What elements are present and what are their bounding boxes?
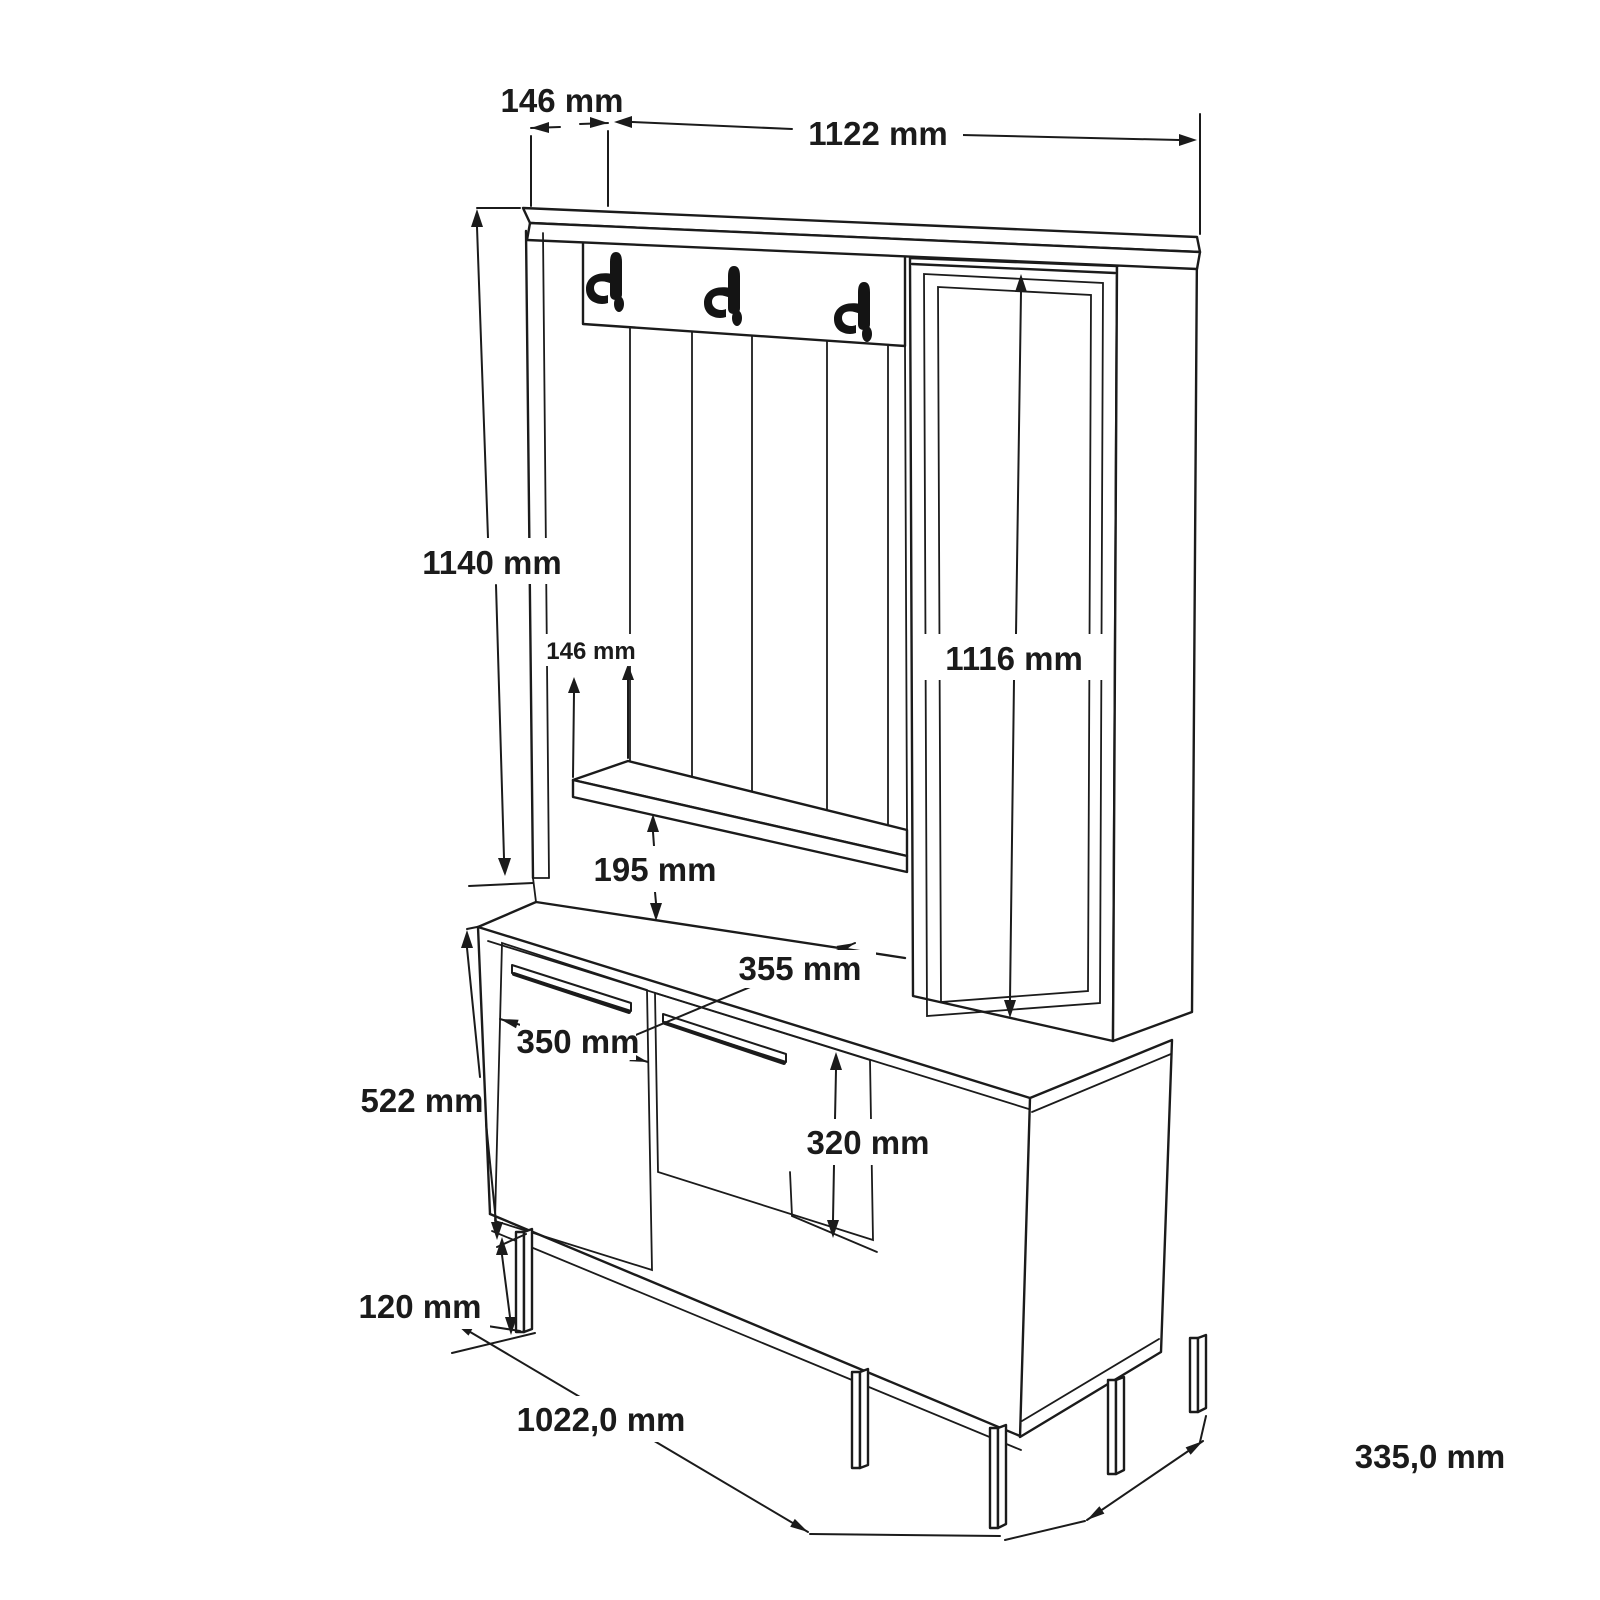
coat-hook-icon: [704, 266, 742, 326]
middle-door: [654, 991, 874, 1242]
label-mask: [520, 1022, 636, 1060]
coat-hook-icon: [834, 282, 872, 342]
cabinet-leg: [1188, 1333, 1208, 1414]
coat-hook-icons: [586, 252, 872, 342]
dim-shelf-clearance: [647, 814, 662, 921]
cabinet-leg: [514, 1227, 534, 1334]
label-mask: [577, 846, 733, 892]
dim-label-base-depth: 335,0 mm: [1355, 1438, 1505, 1475]
label-mask: [350, 1283, 490, 1329]
label-mask: [924, 634, 1104, 680]
dim-base-depth: [1004, 1415, 1207, 1541]
dim-mirror-height: [1004, 274, 1027, 1018]
label-mask: [724, 950, 876, 988]
label-mask: [791, 1119, 945, 1165]
shelf: [571, 759, 909, 874]
dim-top-width: [614, 113, 1201, 235]
dim-leg-height: [451, 1237, 536, 1354]
label-mask: [402, 538, 582, 584]
dim-label-mirror-height: 1116 mm: [945, 640, 1083, 677]
left-door: [494, 941, 653, 1272]
dim-top-depth: [530, 117, 609, 207]
coat-hook-icon: [586, 252, 624, 312]
cabinet-legs: [514, 1227, 1208, 1530]
open-compartment: [789, 1171, 878, 1253]
label-mask: [505, 1396, 697, 1442]
dim-upper-height: [468, 207, 534, 887]
dim-label-upper-height: 1140 mm: [422, 544, 561, 581]
mirror-door: [923, 273, 1104, 1017]
label-mask: [795, 110, 963, 154]
dim-label-door-height: 320 mm: [807, 1124, 930, 1161]
cabinet-leg: [850, 1367, 870, 1470]
door-handle: [662, 1013, 787, 1065]
dim-label-cabinet-depth: 355 mm: [739, 950, 862, 987]
dim-shelf-depth: [568, 664, 634, 778]
dim-label-shelf-depth: 146 mm: [546, 638, 635, 665]
dim-door-height: [827, 1052, 842, 1238]
cabinet-leg: [988, 1423, 1008, 1530]
cabinet-leg: [1106, 1375, 1126, 1476]
shoe-cabinet: [476, 900, 1208, 1530]
top-panel: [521, 206, 1202, 271]
dim-label-top-width: 1122 mm: [808, 115, 947, 152]
dim-label-shelf-clearance: 195 mm: [594, 851, 717, 888]
hook-rail: [581, 238, 907, 348]
door-handle: [511, 964, 632, 1014]
label-mask: [355, 1077, 478, 1123]
dim-label-top-depth: 146 mm: [501, 82, 624, 119]
dim-label-door-width: 350 mm: [517, 1023, 640, 1060]
wall-panel-slats: [629, 327, 908, 831]
dim-label-leg-height: 120 mm: [359, 1288, 482, 1325]
dim-label-cabinet-height: 522 mm: [361, 1082, 484, 1119]
dim-cabinet-height: [461, 926, 527, 1248]
dim-label-base-width: 1022,0 mm: [517, 1401, 686, 1438]
label-mask: [540, 634, 644, 666]
